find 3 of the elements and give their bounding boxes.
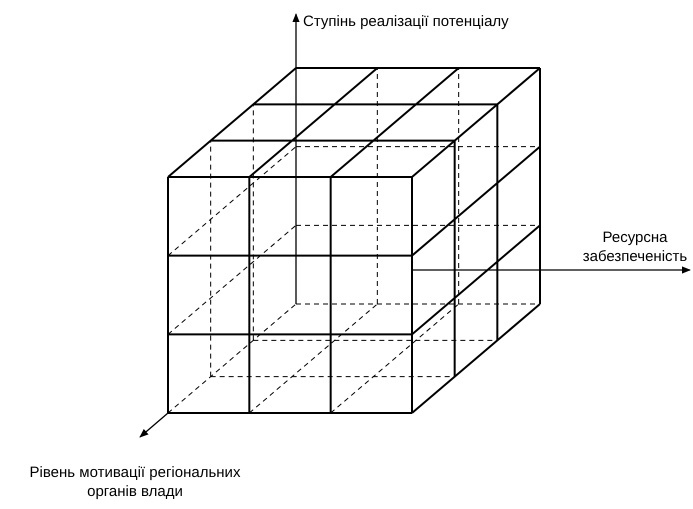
axis-label: Ступінь реалізації потенціалу [303, 12, 510, 31]
axis-label: Рівень мотивації регіональних органів влади [28, 463, 242, 501]
axis-label: Ресурсна забезпеченість [582, 228, 688, 266]
